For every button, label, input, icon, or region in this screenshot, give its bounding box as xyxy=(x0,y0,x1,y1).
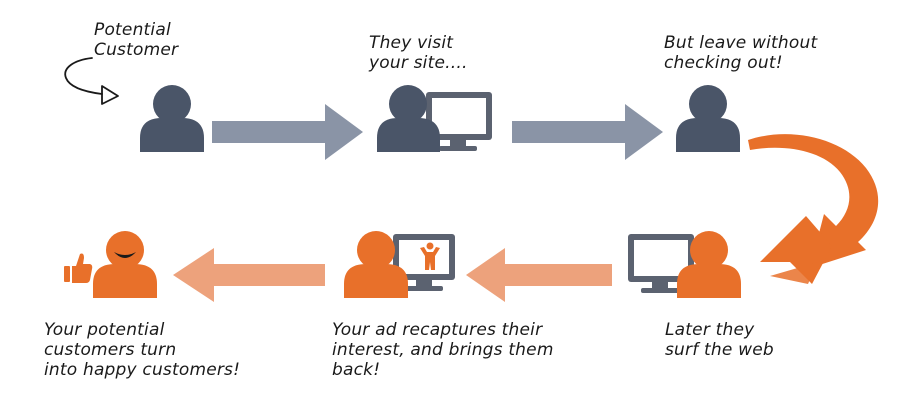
flow-arrow-3 xyxy=(466,248,612,302)
caption-leave-without-checkout: But leave without checking out! xyxy=(664,33,818,73)
happy-customer-person-icon xyxy=(64,231,157,298)
caption-potential-customer: Potential Customer xyxy=(94,20,179,60)
caption-ad-recaptures: Your ad recaptures their interest, and b… xyxy=(332,320,554,380)
recaptured-person-viewing-ad-icon xyxy=(344,231,455,298)
surfer-person-at-monitor-icon xyxy=(628,231,741,298)
visitor-person-at-monitor-icon xyxy=(377,85,492,152)
flow-arrow-1 xyxy=(212,104,363,160)
caption-happy-customers: Your potential customers turn into happy… xyxy=(44,320,241,380)
curved-brush-arrow-icon xyxy=(748,134,879,284)
smile-icon xyxy=(114,252,136,258)
ad-figure-icon xyxy=(420,242,440,270)
flow-arrow-4 xyxy=(173,248,325,302)
flow-arrow-2 xyxy=(512,104,663,160)
leaving-customer-person-icon xyxy=(676,85,740,152)
curved-arrow-icon xyxy=(64,57,119,105)
potential-customer-person-icon xyxy=(140,85,204,152)
caption-surf-web: Later they surf the web xyxy=(665,320,774,360)
caption-visit-site: They visit your site.... xyxy=(369,33,468,73)
thumbs-up-icon xyxy=(64,253,93,283)
